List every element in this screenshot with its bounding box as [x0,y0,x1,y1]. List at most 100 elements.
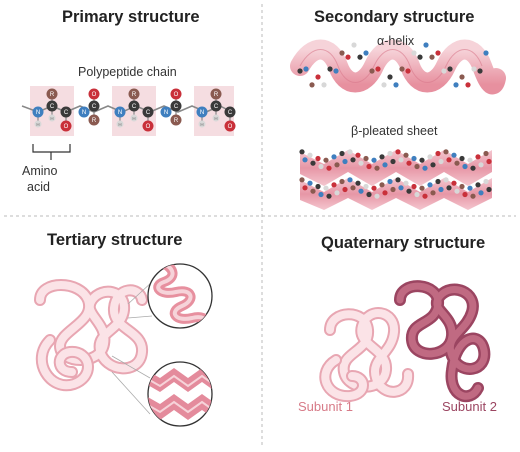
atom-dot [366,191,372,198]
atom-dot [303,66,309,72]
atom-symbol: O [64,124,69,130]
atom-dot [347,149,353,155]
atom-dot [411,183,417,190]
atom-dot [451,180,457,186]
atom-dot [393,82,399,88]
oxygen-atom: O [224,120,236,132]
hydrogen-atom: H [116,120,124,128]
atom-symbol: N [118,110,122,116]
atom-symbol: R [50,92,55,98]
hydrogen-atom: H [48,114,56,122]
atom-dot [430,190,436,196]
hydrogen-atom: H [198,120,206,128]
atom-dot [375,66,381,72]
atom-dot [327,66,333,72]
atom-dot [478,190,484,196]
atom-dot [323,185,329,191]
atom-dot [358,188,364,194]
atom-dot [443,177,449,183]
atom-dot [395,177,401,183]
atom-dot [419,185,425,191]
zoom-line-top [127,281,153,305]
atom-dot [302,185,308,191]
subunit-1-label: Subunit 1 [298,399,353,414]
atom-dot [369,68,375,74]
r-group-atom: R [170,114,182,126]
atom-dot [382,162,388,168]
atom-dot [462,163,468,170]
atom-symbol: H [200,122,203,127]
atom-symbol: H [50,116,53,121]
atom-dot [339,150,345,157]
atom-dot [438,158,444,165]
atom-dot [462,191,468,198]
atom-dot [483,178,489,185]
atom-dot [451,152,457,158]
atom-dot [350,157,356,163]
atom-dot [454,188,460,194]
amino-acid-bracket [32,144,71,160]
atom-dot [374,193,380,199]
zoom-line-bottom [111,355,151,379]
zoom-circle-sheet [147,361,213,427]
atom-dot [299,177,305,183]
atom-dot [355,152,361,158]
atom-dot [427,182,433,188]
primary-structure-title: Primary structure [62,8,200,26]
atom-dot [406,160,412,166]
atom-dot [470,165,476,171]
atom-dot [443,149,449,155]
atom-symbol: O [228,124,233,130]
atom-dot [342,186,348,193]
atom-dot [403,180,409,186]
atom-dot [315,74,321,80]
atom-dot [467,185,473,191]
atom-symbol: C [174,104,179,110]
atom-dot [467,157,473,163]
atom-dot [411,50,417,56]
amino-acid-label-line2: acid [27,180,50,194]
oxygen-atom: O [170,88,182,100]
atom-dot [411,155,417,162]
atom-dot [307,180,313,186]
atom-dot [446,185,452,191]
carbon-atom: C [46,100,58,112]
atom-dot [387,150,393,157]
atom-dot [429,54,435,60]
atom-dot [310,188,316,194]
atom-dot [435,50,441,56]
atom-symbol: H [36,122,39,127]
atom-dot [297,68,303,74]
atom-symbol: H [118,122,121,127]
atom-dot [363,183,369,190]
atom-symbol: R [92,118,97,124]
nitrogen-atom: N [114,106,126,118]
atom-dot [318,163,324,170]
secondary-structure-title: Secondary structure [314,8,475,26]
atom-dot [323,157,329,163]
atom-dot [358,160,364,166]
atom-dot [483,50,489,56]
atom-dot [453,82,459,88]
atom-dot [390,186,396,193]
atom-dot [299,149,305,155]
atom-dot [381,82,387,88]
helix-atoms [297,42,489,88]
atom-symbol: N [36,110,40,116]
atom-dot [307,152,313,158]
atom-dot [403,152,409,158]
atom-dot [454,160,460,166]
atom-dot [465,82,471,88]
nitrogen-atom: N [160,106,172,118]
atom-dot [366,163,372,170]
atom-dot [471,66,477,72]
atom-dot [387,178,393,185]
atom-dot [363,50,369,56]
atom-symbol: O [174,92,179,98]
atom-dot [406,188,412,194]
atom-dot [379,182,385,188]
atom-dot [347,177,353,183]
beta-pleated-sheet [299,149,492,210]
atom-dot [470,193,476,199]
